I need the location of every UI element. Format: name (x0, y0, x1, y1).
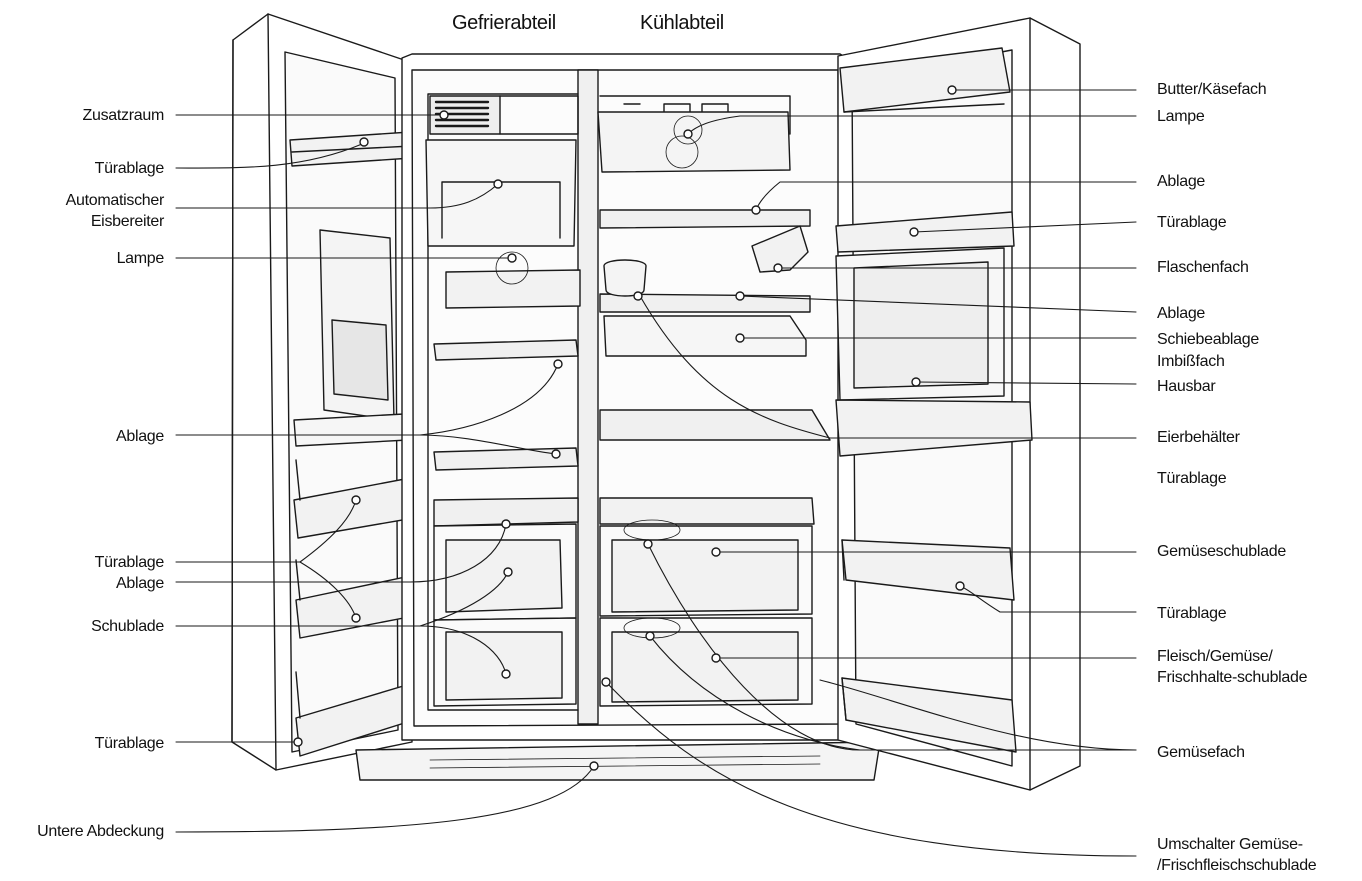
label-shelf-right-1: Ablage (1157, 173, 1206, 190)
label-meat-veg-line1: Fleisch/Gemüse/ (1157, 648, 1273, 665)
label-lamp-left: Lampe (116, 250, 165, 267)
label-bottle-holder: Flaschenfach (1157, 259, 1249, 276)
label-snack-compartment: Imbißfach (1157, 353, 1225, 370)
label-shelf-right-2: Ablage (1157, 305, 1206, 322)
callout-dots (293, 85, 965, 771)
label-sliding-shelf: Schiebeablage (1157, 331, 1259, 348)
fridge-door (835, 17, 1081, 791)
label-ice-maker-line2: Eisbereiter (90, 213, 164, 230)
label-vegetable-drawer: Gemüseschublade (1157, 543, 1286, 560)
label-door-shelf-right-1: Türablage (1157, 214, 1227, 231)
cabinet (355, 53, 881, 781)
label-meat-veg-line2: Frischhalte-schublade (1157, 669, 1308, 686)
fridge-compartment-header: Kühlabteil (640, 12, 724, 34)
label-door-shelf-left-2: Türablage (94, 554, 165, 571)
freezer-compartment-header: Gefrierabteil (452, 12, 556, 34)
label-shelf-left-2: Ablage (115, 575, 164, 592)
label-egg-container: Eierbehälter (1157, 429, 1240, 446)
label-shelf-left-1: Ablage (115, 428, 164, 445)
label-vegetable-compartment: Gemüsefach (1157, 744, 1245, 761)
label-door-shelf-left-1: Türablage (94, 160, 165, 177)
freezer-door (231, 13, 415, 771)
label-drawer: Schublade (91, 618, 164, 635)
label-ice-maker-line1: Automatischer (65, 192, 165, 209)
label-home-bar: Hausbar (1157, 378, 1216, 395)
label-lamp-right: Lampe (1157, 108, 1205, 125)
label-door-shelf-left-3: Türablage (94, 735, 165, 752)
label-bottom-cover: Untere Abdeckung (37, 823, 164, 840)
label-butter-cheese: Butter/Käsefach (1157, 81, 1267, 98)
label-switch-line1: Umschalter Gemüse- (1157, 836, 1303, 853)
label-zusatzraum: Zusatzraum (82, 107, 165, 124)
label-door-shelf-right-3: Türablage (1157, 605, 1227, 622)
label-switch-line2: /Frischfleischschublade (1157, 857, 1317, 874)
label-door-shelf-right-2: Türablage (1157, 470, 1227, 487)
